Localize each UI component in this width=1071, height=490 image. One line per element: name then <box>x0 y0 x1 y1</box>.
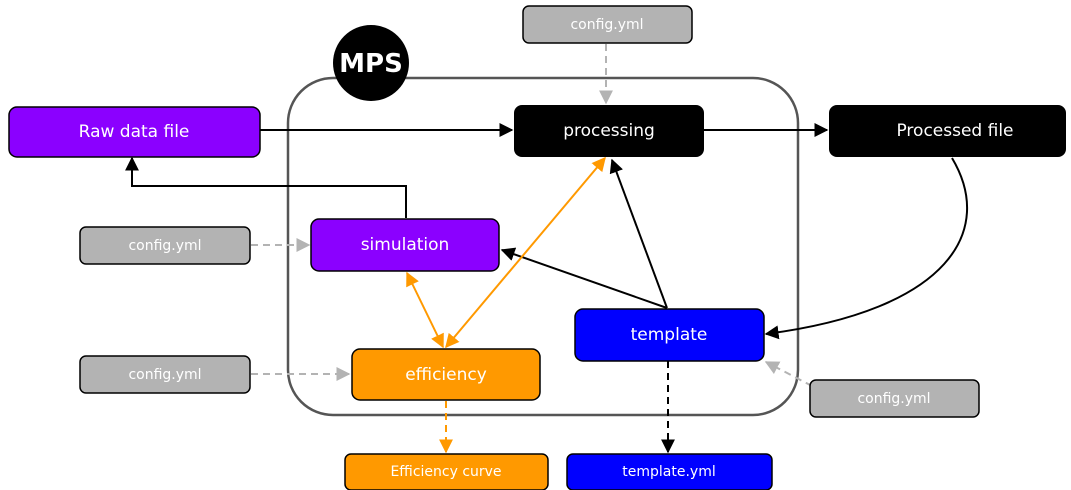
config-top-label: config.yml <box>570 17 643 33</box>
node-raw-data-file[interactable]: Raw data file <box>8 106 261 158</box>
processed-file-label: Processed file <box>896 121 1013 141</box>
mps-logo-text: MPS <box>339 49 403 79</box>
node-template[interactable]: template <box>574 308 765 362</box>
node-config-top[interactable]: config.yml <box>522 5 693 44</box>
node-config-efficiency[interactable]: config.yml <box>79 355 251 394</box>
arrow-processed-to-template <box>764 157 968 340</box>
node-config-simulation[interactable]: config.yml <box>79 226 251 265</box>
connectors <box>125 44 968 454</box>
arrow-simulation-to-raw <box>125 156 407 218</box>
template-yml-label: template.yml <box>622 464 715 480</box>
node-template-yml[interactable]: template.yml <box>566 453 773 490</box>
arrow-template-to-simulation <box>500 247 668 309</box>
processing-label: processing <box>563 121 655 141</box>
node-processing[interactable]: processing <box>514 105 704 157</box>
node-config-template[interactable]: config.yml <box>809 379 980 418</box>
node-efficiency-curve[interactable]: Efficiency curve <box>344 453 549 490</box>
arrow-simulation-efficiency <box>406 271 444 349</box>
mps-logo: MPS <box>333 25 409 101</box>
template-label: template <box>631 325 708 345</box>
node-simulation[interactable]: simulation <box>310 218 500 272</box>
config-efficiency-label: config.yml <box>128 367 201 383</box>
efficiency-curve-label: Efficiency curve <box>390 464 501 480</box>
config-template-label: config.yml <box>857 391 930 407</box>
arrow-template-to-processing <box>609 158 668 309</box>
node-processed-file[interactable]: Processed file <box>829 105 1066 157</box>
node-efficiency[interactable]: efficiency <box>351 348 541 401</box>
arrow-config-to-template <box>764 361 813 387</box>
mps-framework-boundary <box>286 76 800 417</box>
raw-data-file-label: Raw data file <box>79 122 190 142</box>
simulation-label: simulation <box>361 235 450 255</box>
config-simulation-label: config.yml <box>128 238 201 254</box>
arrow-processing-efficiency <box>445 156 606 349</box>
efficiency-label: efficiency <box>405 365 487 385</box>
